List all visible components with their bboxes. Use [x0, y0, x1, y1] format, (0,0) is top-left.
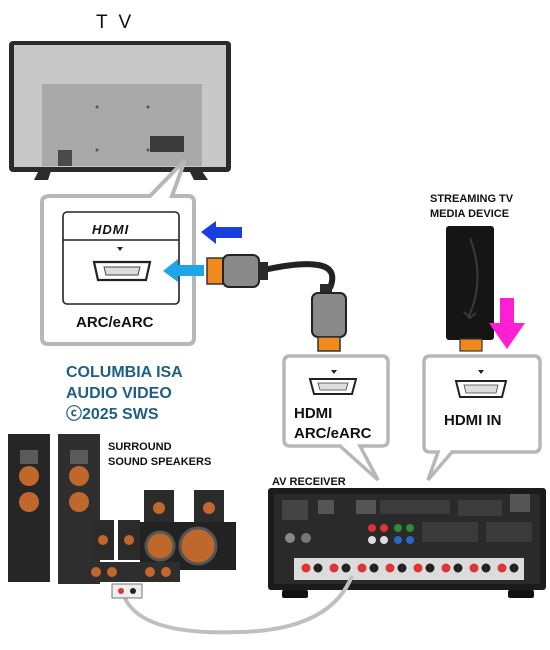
streaming-device-label: STREAMING TV MEDIA DEVICE: [430, 193, 514, 220]
credit-text: COLUMBIA ISA AUDIO VIDEO ⓒ2025 SWS: [66, 364, 183, 423]
magenta-arrow: [489, 298, 525, 349]
surround-speakers: [8, 434, 236, 599]
tv-title: T V: [96, 12, 135, 33]
streaming-stick: [446, 226, 494, 352]
tv-hdmi-callout: [40, 158, 196, 346]
tv-arc-label: ARC/eARC: [76, 314, 154, 331]
speakers-label: SURROUND SOUND SPEAKERS: [108, 441, 212, 468]
speaker-wire: [122, 575, 354, 635]
avr-hdmi-arc-label: HDMI ARC/eARC: [294, 405, 372, 442]
hdmi-cable: [206, 254, 347, 352]
hdmi-logo: HDMI: [92, 222, 130, 237]
avr-hdmi-arc-callout: [282, 354, 390, 482]
tv-back: [9, 41, 231, 180]
avr-hdmi-in-label: HDMI IN: [444, 412, 502, 429]
cyan-arrow: [163, 259, 204, 282]
receiver-label: AV RECEIVER: [272, 476, 346, 488]
blue-arrow: [201, 221, 242, 244]
av-receiver: [268, 488, 546, 598]
avr-hdmi-in-callout: [422, 354, 542, 482]
